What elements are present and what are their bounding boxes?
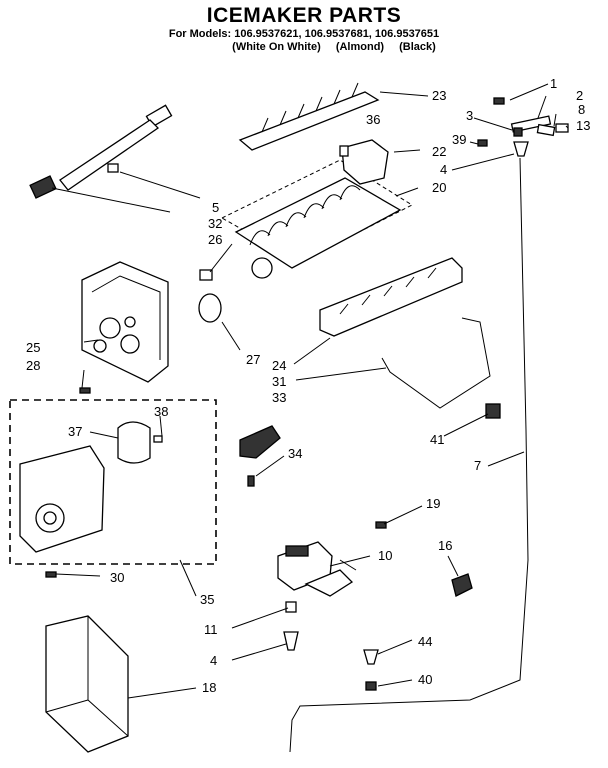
callout-4a: 4: [440, 162, 447, 177]
fitting-4: [283, 631, 299, 651]
callout-31: 31: [272, 374, 286, 389]
callout-13: 13: [576, 118, 590, 133]
color-variants: (White On White) (Almond) (Black): [0, 41, 608, 54]
callout-23: 23: [432, 88, 446, 103]
nut-11: [285, 601, 297, 613]
callout-7: 7: [474, 458, 481, 473]
screw-36: [339, 145, 349, 157]
fill-cup: [341, 139, 421, 185]
callout-36: 36: [366, 112, 380, 127]
callout-41: 41: [430, 432, 444, 447]
model-list: For Models: 106.9537621, 106.9537681, 10…: [0, 28, 608, 54]
callout-22: 22: [432, 144, 446, 159]
wire-harness: [29, 104, 201, 213]
callout-37: 37: [68, 424, 82, 439]
callout-20: 20: [432, 180, 446, 195]
screw-34: [247, 475, 255, 487]
callout-44: 44: [418, 634, 432, 649]
ice-mold-assembly: [220, 159, 419, 279]
callout-leader-lines: [55, 83, 569, 699]
callout-2: 2: [576, 88, 583, 103]
clip-41: [485, 403, 501, 419]
callout-39: 39: [452, 132, 466, 147]
color-almond: (Almond): [335, 41, 385, 53]
callout-28: 28: [26, 358, 40, 373]
water-valve-cover: [45, 615, 129, 753]
color-black: (Black): [399, 41, 436, 53]
shutoff-arm: [381, 317, 491, 409]
screw-28: [79, 387, 91, 394]
callout-11: 11: [204, 622, 218, 637]
drive-motor-assembly: [19, 421, 163, 553]
color-white: (White On White): [232, 41, 321, 53]
water-valve: [277, 541, 357, 597]
icemaker-cover: [319, 257, 463, 337]
callout-40: 40: [418, 672, 432, 687]
callout-24: 24: [272, 358, 286, 373]
callout-35: 35: [200, 592, 214, 607]
model-numbers: For Models: 106.9537621, 106.9537681, 10…: [168, 28, 440, 40]
mold-motor-coupler: [198, 269, 222, 323]
callout-30: 30: [110, 570, 124, 585]
clamp-16: [451, 573, 473, 597]
screw-30: [45, 571, 57, 578]
motor-group-boundary: [9, 399, 217, 565]
callout-8: 8: [578, 102, 585, 117]
callout-25: 25: [26, 340, 40, 355]
callout-26: 26: [208, 232, 222, 247]
callout-27: 27: [246, 352, 260, 367]
callout-4b: 4: [210, 653, 217, 668]
water-supply-tube: [289, 157, 529, 753]
callout-18: 18: [202, 680, 216, 695]
callout-32: 32: [208, 216, 222, 231]
nut-40: [365, 681, 377, 691]
callout-19: 19: [426, 496, 440, 511]
part-44: [363, 649, 379, 665]
control-module: [81, 261, 169, 383]
ejector-blade-assembly: [238, 82, 429, 151]
callout-33: 33: [272, 390, 286, 405]
bracket-33: [239, 425, 281, 459]
screw-19: [375, 521, 387, 529]
callout-38: 38: [154, 404, 168, 419]
callout-34: 34: [288, 446, 302, 461]
callout-10: 10: [378, 548, 392, 563]
valve-fittings: [477, 97, 569, 157]
page-title: ICEMAKER PARTS: [206, 4, 402, 27]
callout-5: 5: [212, 200, 219, 215]
callout-3: 3: [466, 108, 473, 123]
callout-16: 16: [438, 538, 452, 553]
callout-1: 1: [550, 76, 557, 91]
